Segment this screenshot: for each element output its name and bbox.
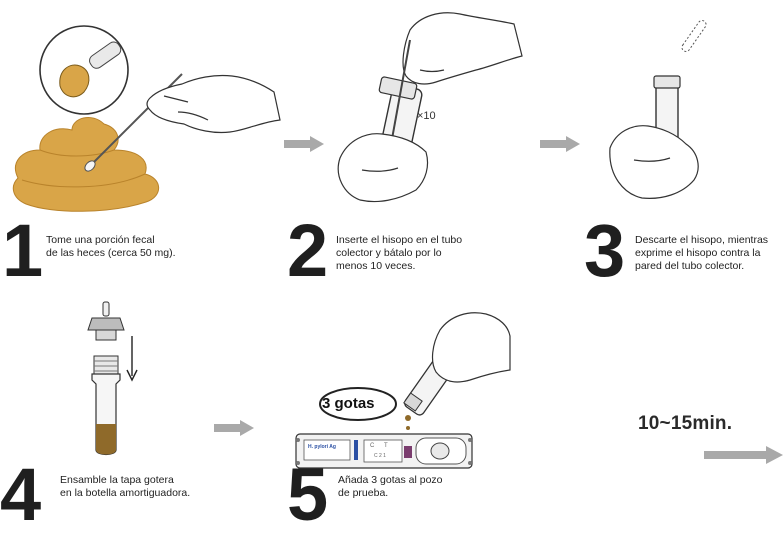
step2-number: 2 [287,214,328,288]
discarded-swab-icon [680,19,707,53]
step5-text-line1: Añada 3 gotas al pozo [338,474,443,487]
magnifier-inset [40,26,128,114]
step2-illustration [300,0,530,225]
step2-text-line3: menos 10 veces. [336,260,462,273]
step3-number: 3 [584,214,625,288]
step5-text-line2: de prueba. [338,487,443,500]
step1-text-line2: de las heces (cerca 50 mg). [46,247,176,260]
step4-text: Ensamble la tapa gotera en la botella am… [60,474,190,500]
cassette-brand-label: H. pylori Ag [308,444,336,450]
step5-text: Añada 3 gotas al pozo de prueba. [338,474,443,500]
arrow-step1-to-2-icon [284,136,324,152]
hand-bottom-icon [338,134,427,202]
step3-text-line3: pared del tubo colector. [635,260,768,273]
drops-badge-label: 3 gotas [322,395,375,412]
times10-label: ×10 [417,110,436,122]
cassette-t-label: T [384,443,388,449]
step3-text-line2: exprime el hisopo contra la [635,247,768,260]
step4-text-line2: en la botella amortiguadora. [60,487,190,500]
cassette-well-marks-label: C 2 1 [374,453,386,459]
hand-icon [147,75,280,132]
hand-top-icon [403,13,522,84]
arrow-step2-to-3-icon [540,136,580,152]
step3-illustration [590,0,783,225]
down-arrow-icon [127,336,137,380]
step1-text: Tome una porción fecal de las heces (cer… [46,234,176,260]
hand-squeeze-icon [610,126,698,199]
step1-number: 1 [2,214,43,288]
step4-number: 4 [0,458,41,532]
arrow-to-result-icon [704,446,783,464]
dropper-cap-icon [88,302,124,340]
step1-text-line1: Tome una porción fecal [46,234,176,247]
step4-text-line1: Ensamble la tapa gotera [60,474,190,487]
step2-text: Inserte el hisopo en el tubo colector y … [336,234,462,273]
hand-dropper-icon [433,313,510,382]
arrow-step4-to-5-icon [214,420,254,436]
step3-text-line1: Descarte el hisopo, mientras [635,234,768,247]
step3-text: Descarte el hisopo, mientras exprime el … [635,234,768,273]
timer-label: 10~15min. [638,413,732,435]
step2-text-line2: colector y bátalo por lo [336,247,462,260]
step4-illustration [70,300,160,460]
step1-illustration [0,0,280,225]
step2-text-line1: Inserte el hisopo en el tubo [336,234,462,247]
step5-number: 5 [287,458,328,532]
cassette-c-label: C [370,443,374,449]
buffer-bottle-icon [92,356,120,455]
